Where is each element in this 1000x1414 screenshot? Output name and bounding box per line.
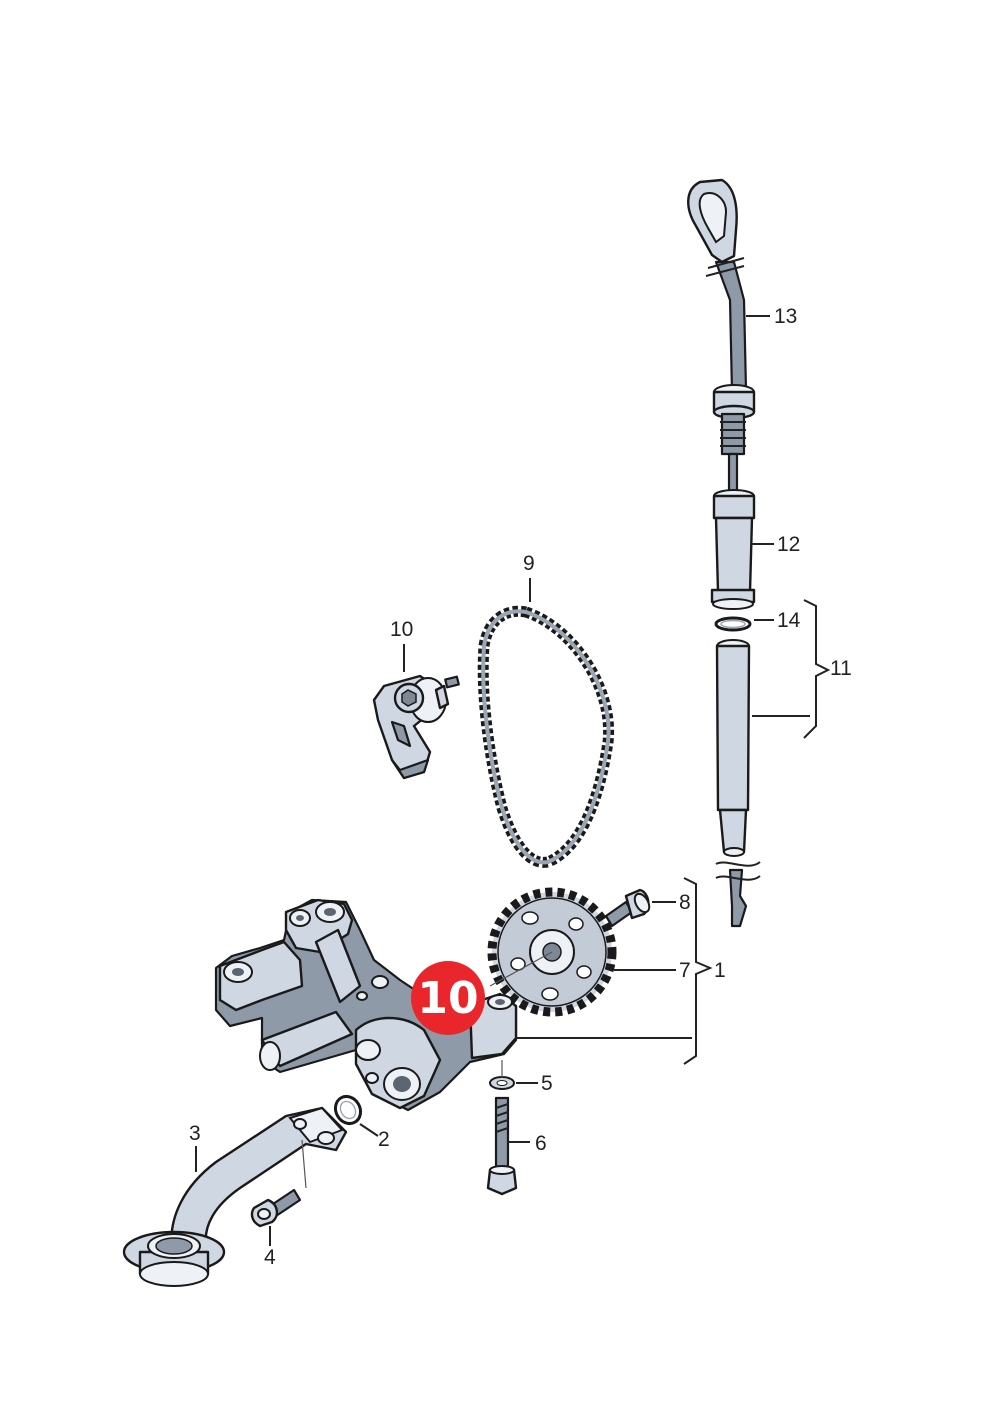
highlight-badge-label: 10: [417, 973, 478, 1024]
guide-tube-lower[interactable]: [715, 639, 761, 928]
dipstick-seal[interactable]: [712, 384, 756, 496]
callout-6: 6: [535, 1132, 547, 1155]
callout-12: 12: [777, 533, 800, 556]
dipstick[interactable]: [687, 178, 748, 394]
callout-11: 11: [830, 657, 852, 680]
callout-1: 1: [714, 959, 726, 982]
drive-chain[interactable]: [477, 605, 615, 868]
callout-3: 3: [189, 1122, 201, 1145]
callout-10: 10: [390, 618, 413, 641]
callout-4: 4: [264, 1246, 276, 1269]
sprocket-bolt[interactable]: [604, 888, 652, 928]
callout-2: 2: [378, 1128, 390, 1151]
oil-pump[interactable]: [214, 898, 518, 1112]
callout-9: 9: [523, 552, 535, 575]
callouts: 13 12 14 11 9 10 8 7 1 5 6 2 3 4: [189, 305, 852, 1269]
gasket[interactable]: [331, 1092, 366, 1128]
highlight-badge[interactable]: 10: [411, 961, 485, 1035]
long-bolt[interactable]: [486, 1096, 518, 1196]
callout-13: 13: [774, 305, 797, 328]
callout-7: 7: [679, 959, 691, 982]
suction-pipe[interactable]: [122, 1106, 348, 1287]
washer[interactable]: [489, 1076, 515, 1090]
callout-8: 8: [679, 891, 691, 914]
pipe-bolt[interactable]: [250, 1188, 302, 1228]
callout-14: 14: [777, 609, 801, 632]
o-ring[interactable]: [714, 616, 752, 632]
leader-lines: [195, 315, 831, 1246]
callout-5: 5: [541, 1072, 553, 1095]
chain-tensioner[interactable]: [372, 674, 460, 780]
guide-tube-upper[interactable]: [710, 489, 756, 610]
